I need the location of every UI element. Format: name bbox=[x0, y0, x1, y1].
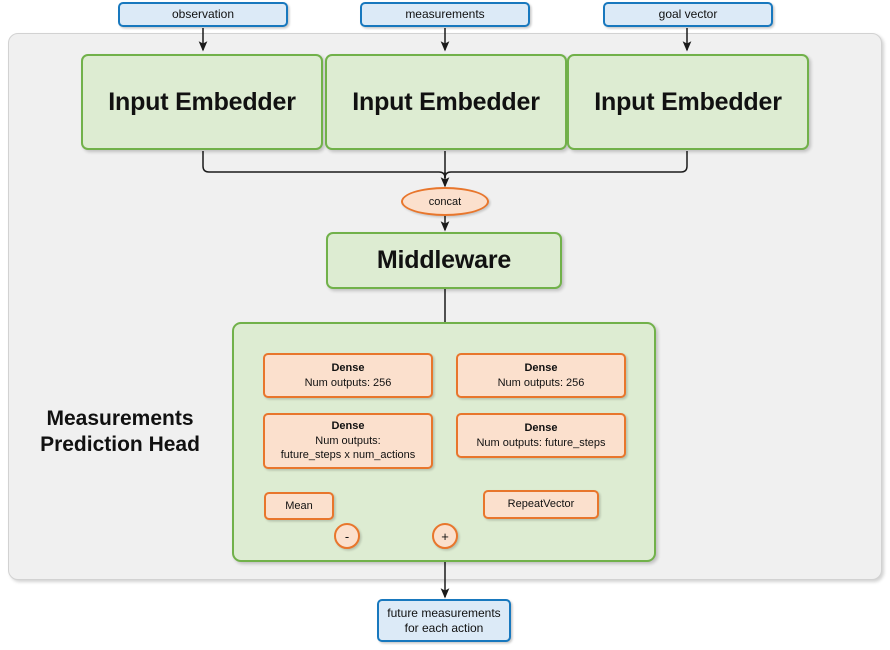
left-dense-2-detail-line2: future_steps x num_actions bbox=[280, 449, 416, 462]
left-dense-2-detail-line1: Num outputs: bbox=[315, 434, 381, 447]
input-label-goal-vector: goal vector bbox=[658, 7, 718, 22]
input-box-measurements[interactable]: measurements bbox=[360, 2, 530, 27]
input-embedder-3[interactable]: Input Embedder bbox=[567, 54, 809, 150]
mean-layer[interactable]: Mean bbox=[264, 492, 334, 520]
input-box-goal-vector[interactable]: goal vector bbox=[603, 2, 773, 27]
repeat-vector-layer[interactable]: RepeatVector bbox=[483, 490, 599, 519]
output-box-future-measurements[interactable]: future measurements for each action bbox=[377, 599, 511, 642]
output-label-line2: for each action bbox=[404, 620, 484, 635]
left-dense-1-detail: Num outputs: 256 bbox=[304, 376, 392, 389]
concat-node[interactable]: concat bbox=[401, 187, 489, 216]
subtract-operator[interactable]: - bbox=[334, 523, 360, 549]
left-dense-1-title: Dense bbox=[331, 361, 365, 374]
middleware-block[interactable]: Middleware bbox=[326, 232, 562, 289]
input-embedder-2-label: Input Embedder bbox=[352, 87, 540, 116]
mean-layer-label: Mean bbox=[285, 499, 313, 512]
repeat-vector-label: RepeatVector bbox=[507, 498, 575, 511]
subtract-operator-symbol: - bbox=[344, 528, 350, 544]
input-embedder-1-label: Input Embedder bbox=[108, 87, 296, 116]
right-dense-2[interactable]: Dense Num outputs: future_steps bbox=[456, 413, 626, 458]
left-dense-1[interactable]: Dense Num outputs: 256 bbox=[263, 353, 433, 398]
input-label-measurements: measurements bbox=[405, 7, 485, 22]
input-label-observation: observation bbox=[171, 7, 235, 22]
right-dense-2-detail: Num outputs: future_steps bbox=[476, 436, 606, 449]
right-dense-1[interactable]: Dense Num outputs: 256 bbox=[456, 353, 626, 398]
add-operator-symbol: + bbox=[441, 528, 449, 544]
section-label-measurements-prediction-head: Measurements Prediction Head bbox=[40, 407, 200, 457]
right-dense-2-title: Dense bbox=[524, 421, 558, 434]
input-embedder-1[interactable]: Input Embedder bbox=[81, 54, 323, 150]
add-operator[interactable]: + bbox=[432, 523, 458, 549]
right-dense-1-detail: Num outputs: 256 bbox=[497, 376, 585, 389]
concat-label: concat bbox=[428, 195, 462, 208]
input-box-observation[interactable]: observation bbox=[118, 2, 288, 27]
output-label-line1: future measurements bbox=[387, 605, 501, 620]
right-dense-1-title: Dense bbox=[524, 361, 558, 374]
left-dense-2[interactable]: Dense Num outputs: future_steps x num_ac… bbox=[263, 413, 433, 469]
left-dense-2-title: Dense bbox=[331, 420, 365, 433]
input-embedder-3-label: Input Embedder bbox=[594, 87, 782, 116]
middleware-label: Middleware bbox=[376, 246, 512, 274]
input-embedder-2[interactable]: Input Embedder bbox=[325, 54, 567, 150]
